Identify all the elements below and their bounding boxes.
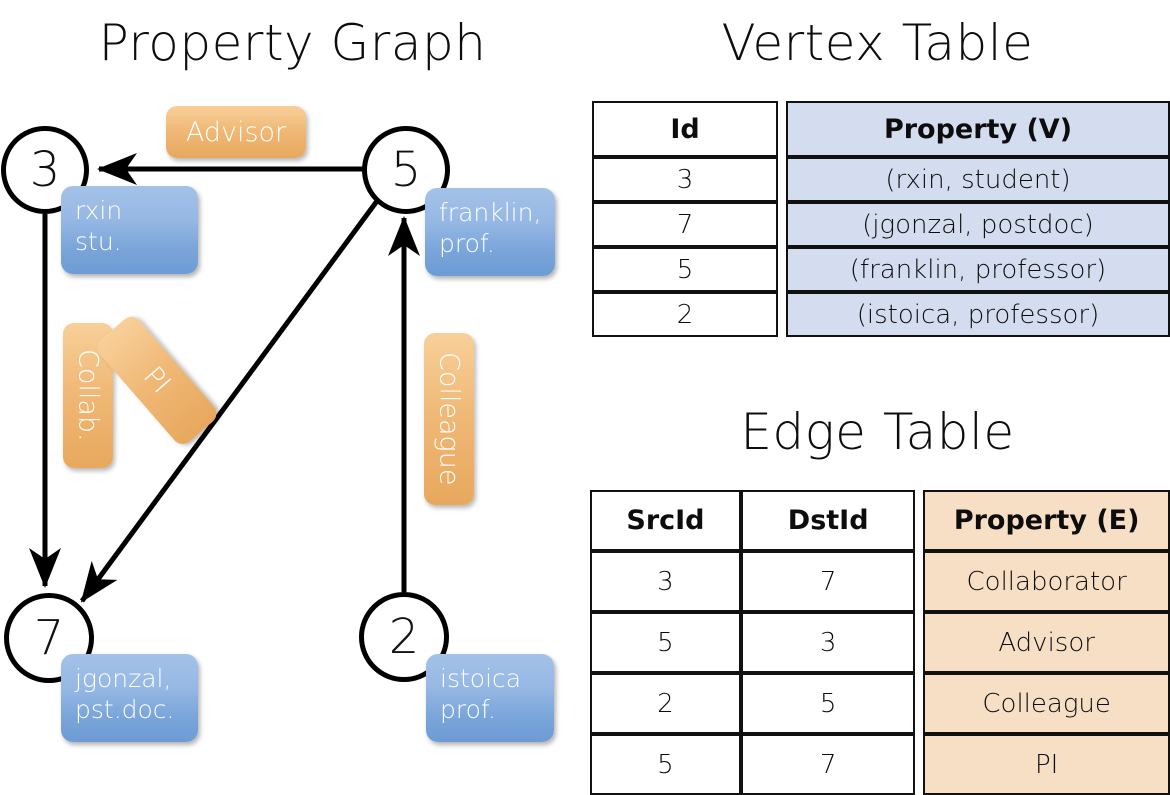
edge-table-header-dstid: DstId [740,490,916,551]
vertex-property-cell: (franklin, professor) [786,247,1170,292]
edge-property-cell: PI [923,734,1170,795]
table-row: 5 (franklin, professor) [592,247,1170,292]
edge-property-cell: Colleague [923,673,1170,734]
vertex-table: Id Property (V) 3 (rxin, student) 7 (jgo… [592,101,1170,337]
table-row: 5 3 Advisor [590,612,1170,673]
node-property-box-franklin: franklin, prof. [425,188,555,276]
property-graph-diagram: 3 5 7 2 rxin stu. franklin, prof. jgonza… [0,0,585,760]
graph-edge-lines [29,153,420,603]
edge-table-column-gap [915,734,923,795]
table-row: 3 (rxin, student) [592,157,1170,202]
edge-dst-cell: 3 [740,612,916,673]
edge-label-advisor: Advisor [166,106,306,158]
edge-dst-cell: 7 [740,551,916,612]
edge-table: SrcId DstId Property (E) 3 7 Collaborato… [590,490,1170,795]
table-row: 5 7 PI [590,734,1170,795]
edge-table-header-property: Property (E) [923,490,1170,551]
vertex-table-column-gap [778,292,786,337]
edge-property-cell: Advisor [923,612,1170,673]
edge-src-cell: 2 [590,673,741,734]
graph-node-5-label: 5 [390,142,422,198]
table-row: 2 (istoica, professor) [592,292,1170,337]
vertex-table-column-gap [778,202,786,247]
graph-node-2[interactable]: 2 [359,592,449,682]
edge-table-column-gap [915,612,923,673]
graph-node-7-label: 7 [33,610,65,666]
edge-label-colleague: Colleague [424,333,474,505]
vertex-id-cell: 2 [592,292,778,337]
edge-dst-cell: 5 [740,673,916,734]
edge-table-header-row: SrcId DstId Property (E) [590,490,1170,551]
vertex-id-cell: 5 [592,247,778,292]
vertex-property-cell: (rxin, student) [786,157,1170,202]
graph-node-2-label: 2 [388,609,420,665]
vertex-property-cell: (istoica, professor) [786,292,1170,337]
table-row: 7 (jgonzal, postdoc) [592,202,1170,247]
node-property-box-istoica: istoica prof. [426,654,554,742]
edge-table-column-gap [915,673,923,734]
edge-table-column-gap [915,490,923,551]
edge-src-cell: 5 [590,612,741,673]
edge-table-header-srcid: SrcId [590,490,741,551]
table-row: 3 7 Collaborator [590,551,1170,612]
table-row: 2 5 Colleague [590,673,1170,734]
graph-node-5[interactable]: 5 [362,126,450,214]
edge-dst-cell: 7 [740,734,916,795]
edge-property-cell: Collaborator [923,551,1170,612]
vertex-table-header-id: Id [592,101,778,157]
vertex-table-column-gap [778,101,786,157]
vertex-table-column-gap [778,157,786,202]
vertex-property-cell: (jgonzal, postdoc) [786,202,1170,247]
edge-label-collaborator: Collab. [63,323,113,468]
node-property-box-rxin: rxin stu. [61,186,198,274]
edge-src-cell: 5 [590,734,741,795]
page-title-edge-table: Edge Table [740,403,1015,461]
vertex-table-header-property: Property (V) [786,101,1170,157]
page-title-vertex-table: Vertex Table [721,14,1034,72]
page-title-property-graph: Property Graph [98,14,487,72]
graph-node-3-label: 3 [29,142,61,198]
edge-src-cell: 3 [590,551,741,612]
vertex-table-column-gap [778,247,786,292]
node-property-box-jgonzal: jgonzal, pst.doc. [61,654,198,742]
vertex-id-cell: 7 [592,202,778,247]
edge-line-pi [79,199,380,603]
vertex-table-header-row: Id Property (V) [592,101,1170,157]
edge-table-column-gap [915,551,923,612]
vertex-id-cell: 3 [592,157,778,202]
